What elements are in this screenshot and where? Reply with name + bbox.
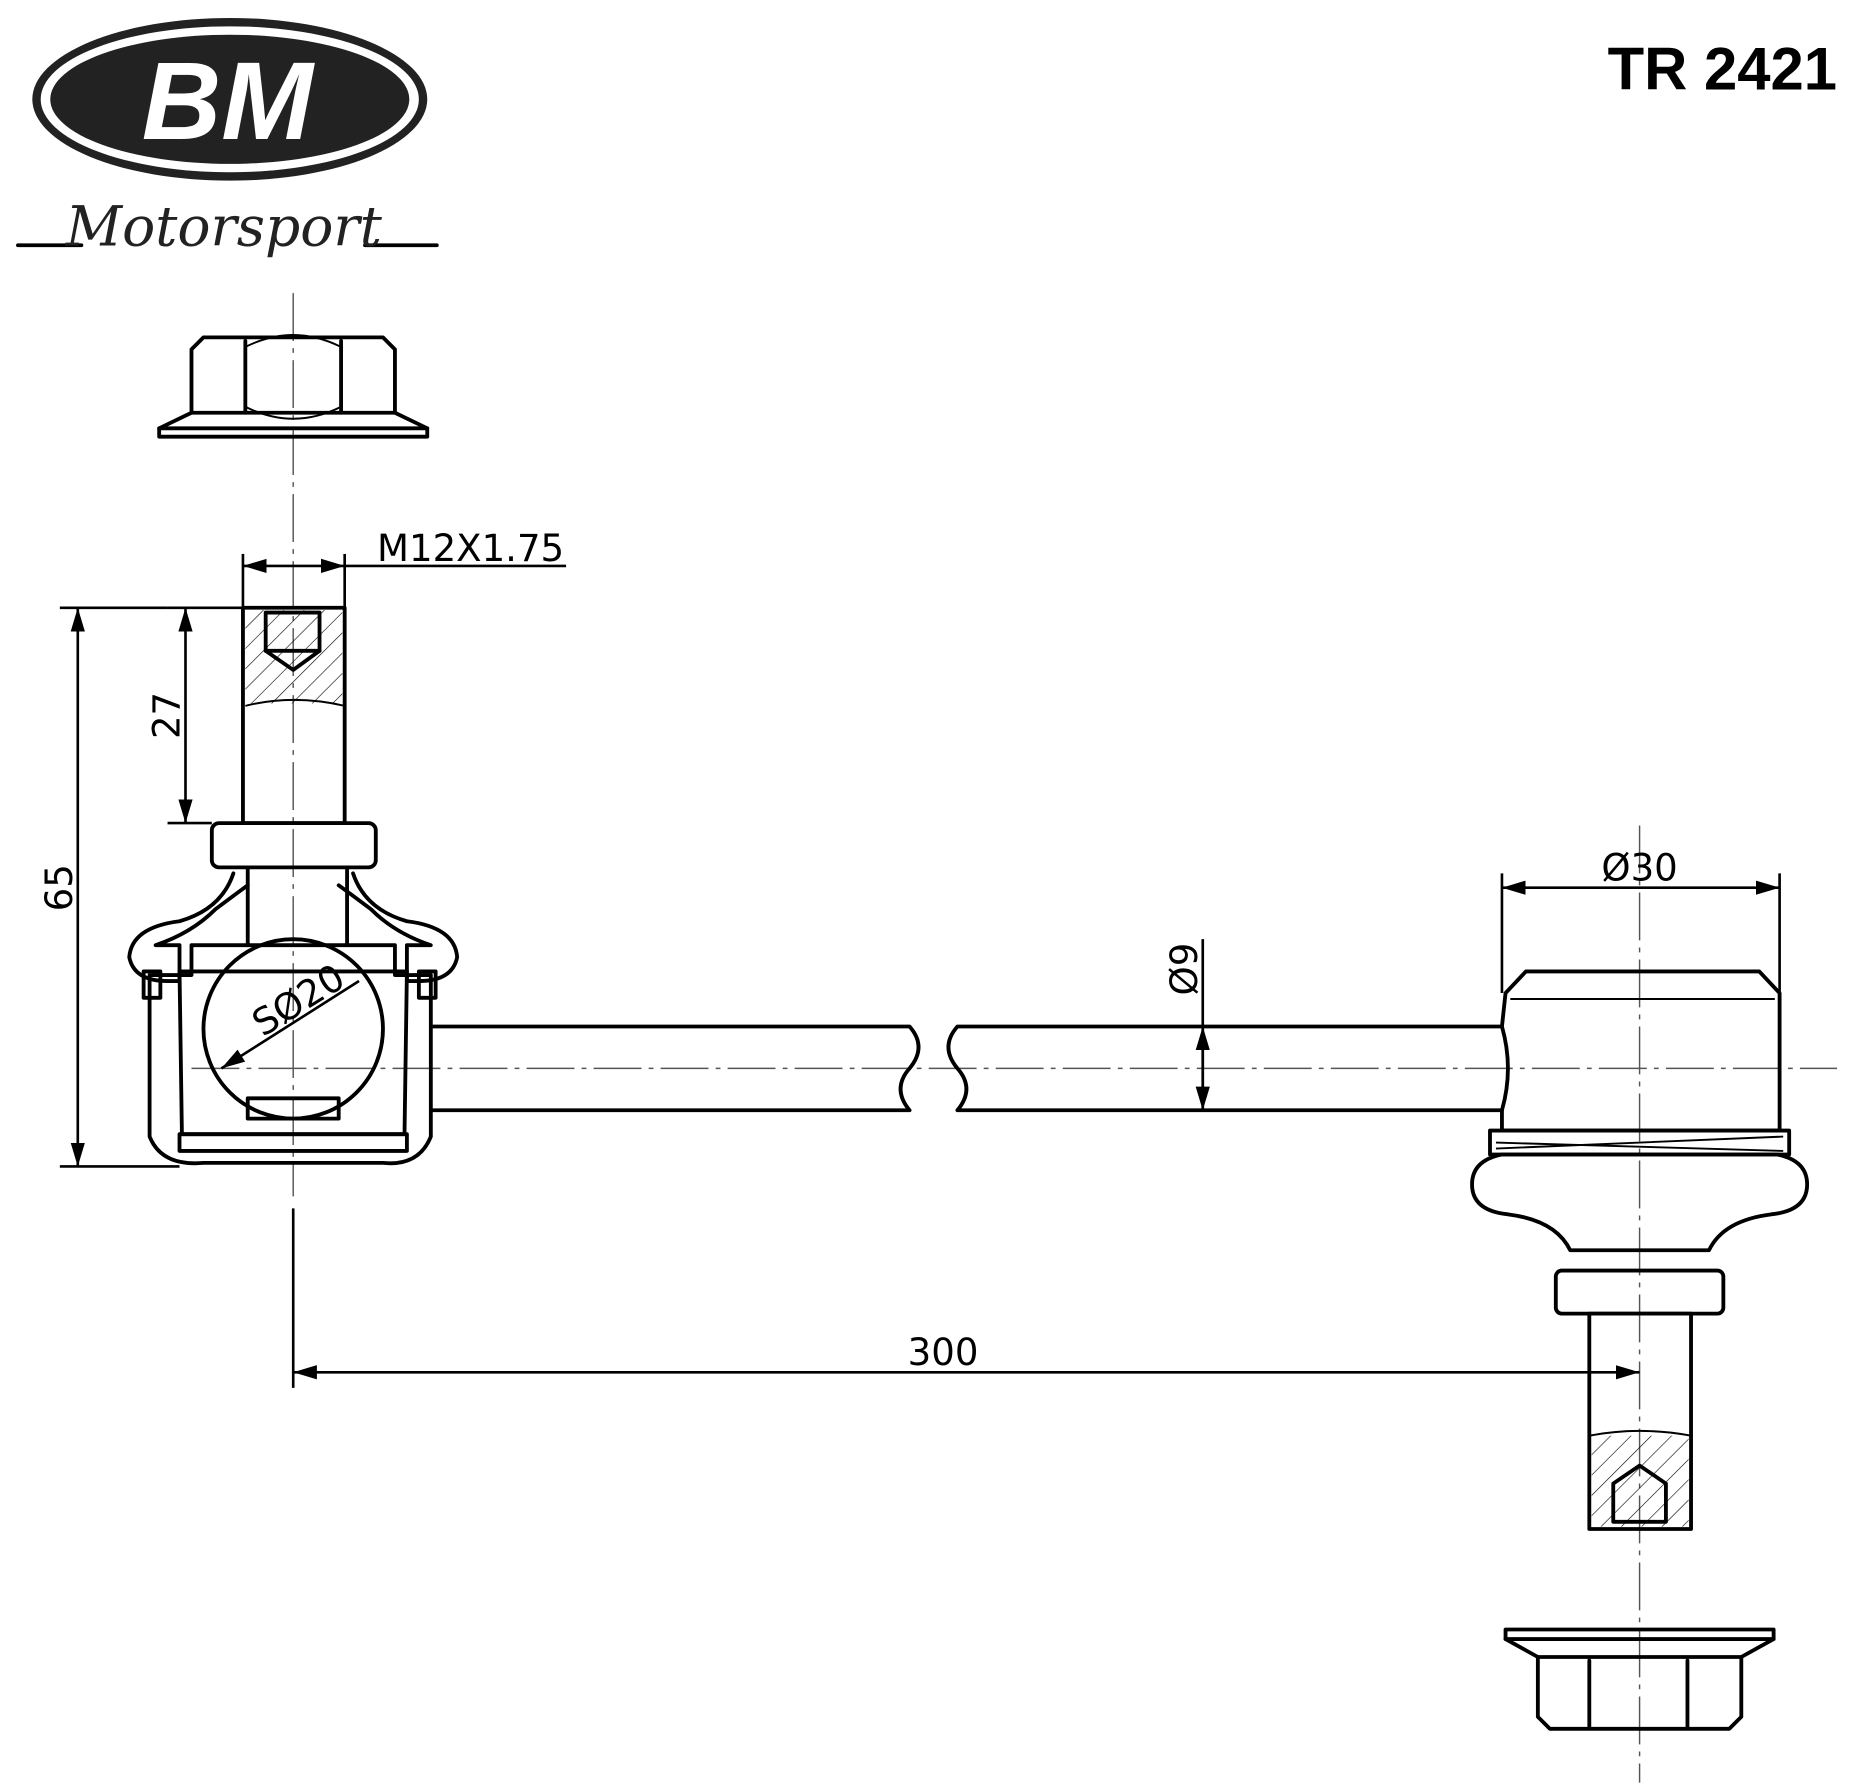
length-label: 300 (908, 1331, 979, 1374)
height-label: 65 (38, 864, 81, 911)
ball-diameter-label: SØ20 (245, 956, 353, 1045)
top-nut (157, 334, 430, 439)
right-ball-joint (1470, 969, 1810, 1531)
logo-subtitle: Motorsport (65, 194, 383, 258)
dim-65: 65 (38, 606, 180, 1168)
ball-joint-housing (127, 871, 460, 1166)
logo-brand: BM (142, 40, 316, 163)
stud-length-label: 27 (146, 692, 189, 739)
dim-head: Ø30 (1500, 847, 1781, 994)
dim-thread: M12X1.75 (241, 527, 567, 608)
rod-diameter-label: Ø9 (1163, 943, 1206, 996)
bottom-nut (1503, 1627, 1776, 1731)
dim-300: 300 (291, 1208, 1640, 1388)
thread-label: M12X1.75 (377, 527, 564, 570)
left-stud (209, 605, 378, 948)
part-number: TR 2421 (1608, 36, 1837, 103)
dim-27: 27 (146, 606, 243, 825)
dim-rod: Ø9 (1163, 939, 1210, 1111)
bm-motorsport-logo: BM Motorsport (16, 17, 439, 258)
head-diameter-label: Ø30 (1601, 847, 1677, 890)
rod (428, 1024, 1504, 1113)
